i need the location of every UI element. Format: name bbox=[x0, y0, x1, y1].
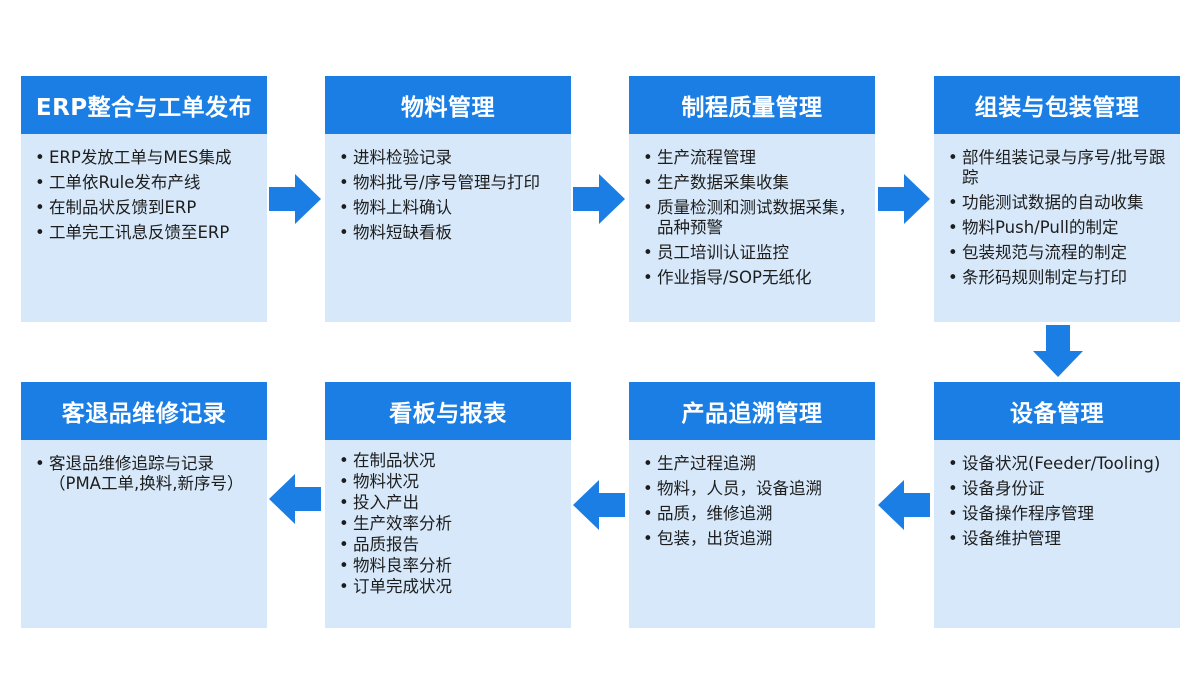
card-item: 物料上料确认 bbox=[339, 198, 561, 218]
card-item: 生产数据采集收集 bbox=[643, 173, 865, 193]
card-item: 作业指导/SOP无纸化 bbox=[643, 268, 865, 288]
arrow-right-icon bbox=[573, 174, 625, 224]
card-item: 工单依Rule发布产线 bbox=[35, 173, 257, 193]
card-item: 设备维护管理 bbox=[948, 529, 1170, 549]
card-equipment-management: 设备管理 设备状况(Feeder/Tooling) 设备身份证 设备操作程序管理… bbox=[934, 382, 1180, 628]
arrow-left-icon bbox=[878, 480, 930, 530]
card-title: 物料管理 bbox=[325, 76, 571, 134]
card-item: 生产效率分析 bbox=[339, 514, 561, 534]
card-item: 设备状况(Feeder/Tooling) bbox=[948, 454, 1170, 474]
card-item-list: 部件组装记录与序号/批号跟踪 功能测试数据的自动收集 物料Push/Pull的制… bbox=[934, 134, 1180, 288]
card-item: 投入产出 bbox=[339, 493, 561, 513]
card-item: 订单完成状况 bbox=[339, 577, 561, 597]
card-item: 物料良率分析 bbox=[339, 556, 561, 576]
card-item: 质量检测和测试数据采集，品种预警 bbox=[643, 198, 865, 238]
card-item: 功能测试数据的自动收集 bbox=[948, 193, 1170, 213]
card-item: 部件组装记录与序号/批号跟踪 bbox=[948, 148, 1170, 188]
card-item: ERP发放工单与MES集成 bbox=[35, 148, 257, 168]
card-item: 生产流程管理 bbox=[643, 148, 865, 168]
card-item: 品质，维修追溯 bbox=[643, 504, 865, 524]
card-item-list: 在制品状况 物料状况 投入产出 生产效率分析 品质报告 物料良率分析 订单完成状… bbox=[325, 440, 571, 597]
card-item: 物料，人员，设备追溯 bbox=[643, 479, 865, 499]
card-item: 工单完工讯息反馈至ERP bbox=[35, 223, 257, 243]
card-process-quality: 制程质量管理 生产流程管理 生产数据采集收集 质量检测和测试数据采集，品种预警 … bbox=[629, 76, 875, 322]
card-item: 物料短缺看板 bbox=[339, 223, 561, 243]
card-title: 设备管理 bbox=[934, 382, 1180, 440]
card-kanban-reports: 看板与报表 在制品状况 物料状况 投入产出 生产效率分析 品质报告 物料良率分析… bbox=[325, 382, 571, 628]
card-item: 在制品状反馈到ERP bbox=[35, 198, 257, 218]
card-erp-integration: ERP整合与工单发布 ERP发放工单与MES集成 工单依Rule发布产线 在制品… bbox=[21, 76, 267, 322]
card-assembly-packaging: 组装与包装管理 部件组装记录与序号/批号跟踪 功能测试数据的自动收集 物料Pus… bbox=[934, 76, 1180, 322]
card-item: 生产过程追溯 bbox=[643, 454, 865, 474]
arrow-down-icon bbox=[1033, 325, 1083, 377]
card-item: 物料Push/Pull的制定 bbox=[948, 218, 1170, 238]
card-item-list: ERP发放工单与MES集成 工单依Rule发布产线 在制品状反馈到ERP 工单完… bbox=[21, 134, 267, 243]
card-item-list: 生产流程管理 生产数据采集收集 质量检测和测试数据采集，品种预警 员工培训认证监… bbox=[629, 134, 875, 288]
card-item-list: 生产过程追溯 物料，人员，设备追溯 品质，维修追溯 包装，出货追溯 bbox=[629, 440, 875, 549]
card-item: 物料批号/序号管理与打印 bbox=[339, 173, 561, 193]
arrow-right-icon bbox=[878, 174, 930, 224]
card-item-list: 设备状况(Feeder/Tooling) 设备身份证 设备操作程序管理 设备维护… bbox=[934, 440, 1180, 549]
arrow-left-icon bbox=[573, 480, 625, 530]
arrow-left-icon bbox=[269, 474, 321, 524]
card-customer-return-repair: 客退品维修记录 客退品维修追踪与记录（PMA工单,换料,新序号） bbox=[21, 382, 267, 628]
card-item: 客退品维修追踪与记录（PMA工单,换料,新序号） bbox=[35, 454, 257, 494]
card-item: 物料状况 bbox=[339, 472, 561, 492]
card-item: 品质报告 bbox=[339, 535, 561, 555]
card-title: 组装与包装管理 bbox=[934, 76, 1180, 134]
card-title: 产品追溯管理 bbox=[629, 382, 875, 440]
card-item: 进料检验记录 bbox=[339, 148, 561, 168]
card-traceability: 产品追溯管理 生产过程追溯 物料，人员，设备追溯 品质，维修追溯 包装，出货追溯 bbox=[629, 382, 875, 628]
card-title: 制程质量管理 bbox=[629, 76, 875, 134]
card-item: 包装规范与流程的制定 bbox=[948, 243, 1170, 263]
card-item: 员工培训认证监控 bbox=[643, 243, 865, 263]
card-item: 条形码规则制定与打印 bbox=[948, 268, 1170, 288]
card-item: 包装，出货追溯 bbox=[643, 529, 865, 549]
card-item-list: 客退品维修追踪与记录（PMA工单,换料,新序号） bbox=[21, 440, 267, 494]
card-item: 在制品状况 bbox=[339, 451, 561, 471]
arrow-right-icon bbox=[269, 174, 321, 224]
card-item: 设备身份证 bbox=[948, 479, 1170, 499]
card-item-list: 进料检验记录 物料批号/序号管理与打印 物料上料确认 物料短缺看板 bbox=[325, 134, 571, 243]
card-title: 看板与报表 bbox=[325, 382, 571, 440]
card-item: 设备操作程序管理 bbox=[948, 504, 1170, 524]
card-title: ERP整合与工单发布 bbox=[21, 76, 267, 134]
card-material-management: 物料管理 进料检验记录 物料批号/序号管理与打印 物料上料确认 物料短缺看板 bbox=[325, 76, 571, 322]
card-title: 客退品维修记录 bbox=[21, 382, 267, 440]
